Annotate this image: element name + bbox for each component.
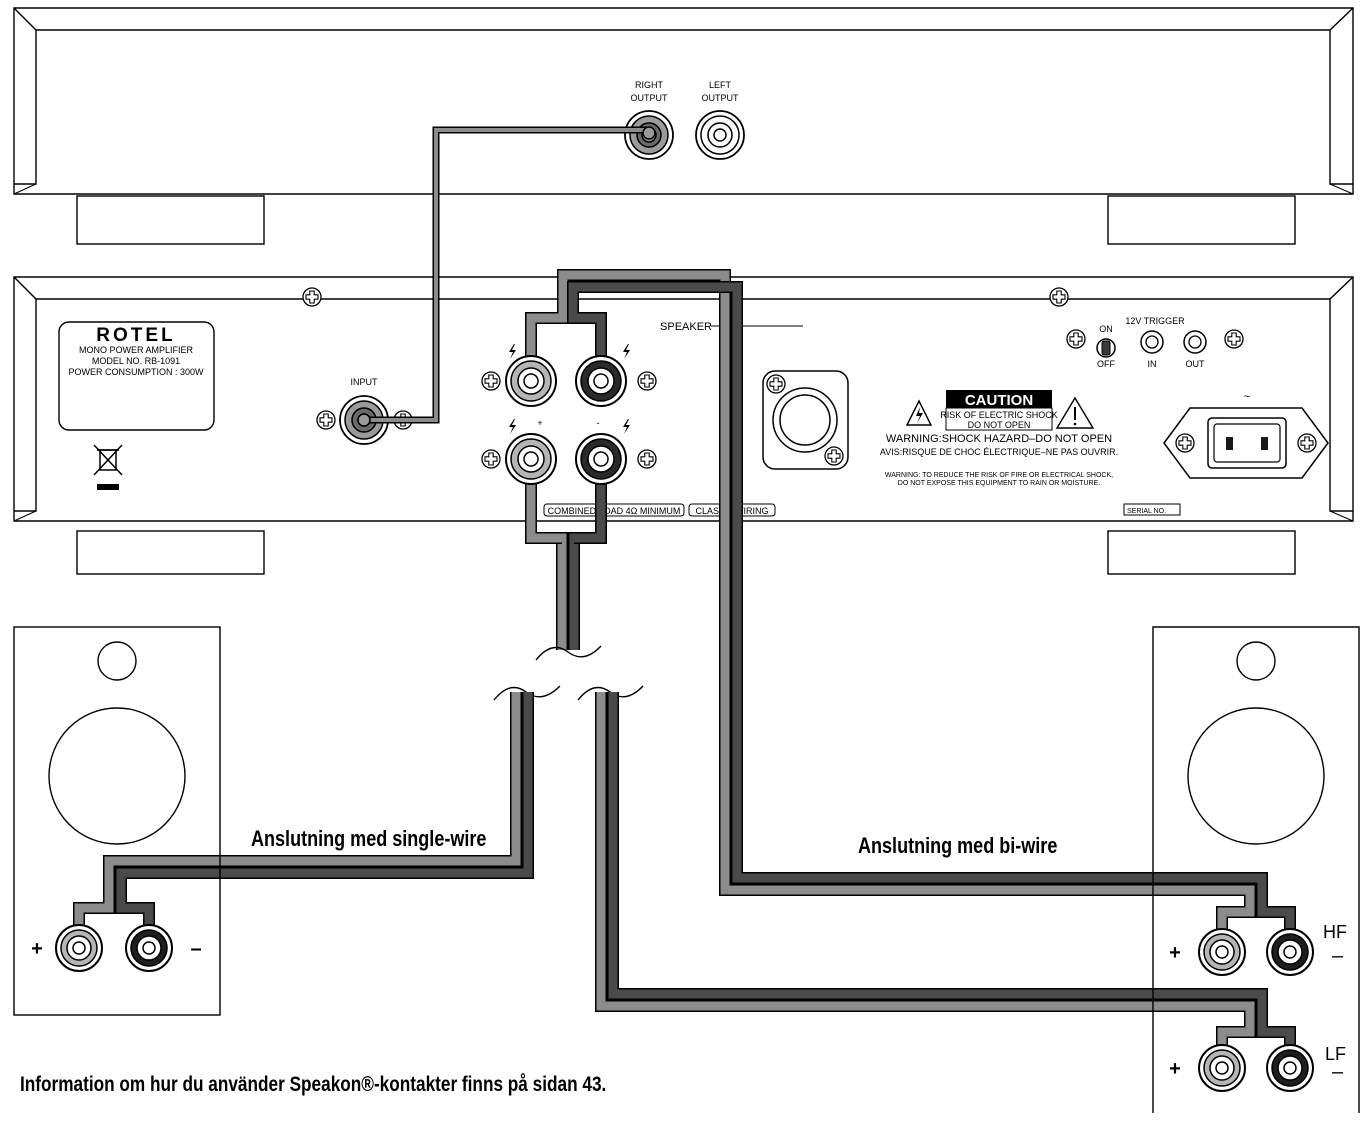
cable-break-symbols xyxy=(493,645,644,701)
svg-text:DO NOT EXPOSE THIS EQUIPMENT T: DO NOT EXPOSE THIS EQUIPMENT TO RAIN OR … xyxy=(898,480,1100,487)
post-screw-icon xyxy=(481,449,501,469)
plus-marker: + xyxy=(537,418,542,428)
left-speaker: + – xyxy=(13,626,221,1016)
shock-hazard-icon xyxy=(509,344,516,359)
source-foot-right xyxy=(1107,195,1296,245)
source-unit: RIGHT OUTPUT LEFT OUTPUT xyxy=(13,7,1354,245)
bi-wire-lf-cable xyxy=(595,692,1296,1062)
bi-wire-hf-cable xyxy=(719,520,1296,944)
right-output-label: RIGHT xyxy=(635,80,664,90)
svg-text:RISK OF ELECTRIC SHOCK: RISK OF ELECTRIC SHOCK xyxy=(940,410,1058,420)
woofer-icon xyxy=(48,707,186,845)
input-label: INPUT xyxy=(351,377,379,387)
trigger-out-jack[interactable] xyxy=(1183,330,1207,354)
svg-text:MODEL NO. RB-1091: MODEL NO. RB-1091 xyxy=(92,356,180,366)
hf-minus-label: – xyxy=(1332,945,1344,967)
trigger-out-label: OUT xyxy=(1186,359,1206,369)
amp-foot-left xyxy=(76,530,265,575)
nameplate: ROTEL MONO POWER AMPLIFIER MODEL NO. RB-… xyxy=(58,321,215,431)
hf-plus-label: + xyxy=(1169,942,1181,964)
lf-minus-post[interactable] xyxy=(1266,1044,1314,1092)
trigger-in-jack[interactable] xyxy=(1140,330,1164,354)
tweeter-icon xyxy=(1236,641,1276,681)
interconnect-cable xyxy=(357,126,656,427)
amp-top-minus-post[interactable] xyxy=(575,355,627,407)
speakon-footnote: Information om hur du använder Speakon®-… xyxy=(20,1074,606,1097)
shock-hazard-icon xyxy=(623,344,630,359)
left-minus-label: – xyxy=(190,938,201,960)
amp-bottom-minus-post[interactable] xyxy=(575,433,627,485)
svg-text:OUTPUT: OUTPUT xyxy=(631,93,669,103)
post-screw-icon xyxy=(637,449,657,469)
svg-text:AVIS:RISQUE DE CHOC ÉLECTRIQUE: AVIS:RISQUE DE CHOC ÉLECTRIQUE–NE PAS OU… xyxy=(880,447,1118,457)
woofer-icon xyxy=(1187,707,1325,845)
svg-text:CAUTION: CAUTION xyxy=(965,392,1033,409)
weee-bin-icon xyxy=(93,444,123,490)
minus-marker: - xyxy=(597,418,600,428)
switch-off-label: OFF xyxy=(1097,359,1115,369)
hf-label: HF xyxy=(1323,922,1347,942)
left-output-jack[interactable] xyxy=(695,110,745,160)
trigger-label: 12V TRIGGER xyxy=(1125,316,1185,326)
svg-text:SERIAL NO.: SERIAL NO. xyxy=(1127,508,1166,515)
panel-screw-icon xyxy=(1224,329,1244,349)
svg-text:MONO POWER AMPLIFIER: MONO POWER AMPLIFIER xyxy=(79,345,194,355)
lf-minus-label: – xyxy=(1332,1061,1344,1083)
svg-text:DO NOT OPEN: DO NOT OPEN xyxy=(968,420,1031,430)
input-screw-icon xyxy=(316,410,336,430)
tweeter-icon xyxy=(97,641,137,681)
left-plus-label: + xyxy=(31,938,43,960)
power-switch[interactable] xyxy=(1096,338,1116,358)
svg-text:WARNING:SHOCK HAZARD–DO NOT OP: WARNING:SHOCK HAZARD–DO NOT OPEN xyxy=(886,433,1112,445)
inlet-screw-icon xyxy=(1297,433,1317,453)
svg-text:WARNING: TO REDUCE THE RISK OF: WARNING: TO REDUCE THE RISK OF FIRE OR E… xyxy=(885,472,1113,479)
svg-text:POWER CONSUMPTION : 300W: POWER CONSUMPTION : 300W xyxy=(68,367,204,377)
bi-wire-caption: Anslutning med bi-wire xyxy=(858,834,1057,858)
trigger-in-label: IN xyxy=(1148,359,1157,369)
post-screw-icon xyxy=(481,371,501,391)
inlet-screw-icon xyxy=(1175,433,1195,453)
speakon-screw-icon xyxy=(824,446,844,466)
panel-screw-icon xyxy=(1066,329,1086,349)
amp-foot-right xyxy=(1107,530,1296,575)
chassis-screw-icon xyxy=(302,287,322,307)
ac-symbol: ~ xyxy=(1244,391,1250,403)
post-screw-icon xyxy=(637,371,657,391)
amp-top-plus-post[interactable] xyxy=(505,355,557,407)
combined-load-label-box: COMBINED LOAD 4Ω MINIMUM xyxy=(543,503,685,517)
lf-label: LF xyxy=(1325,1044,1346,1064)
left-output-label: LEFT xyxy=(709,80,732,90)
single-wire-cable xyxy=(73,692,534,940)
lf-plus-label: + xyxy=(1169,1058,1181,1080)
right-speaker: + + HF – LF – xyxy=(1152,626,1360,1113)
shock-hazard-icon xyxy=(623,419,630,434)
hf-plus-post[interactable] xyxy=(1198,928,1246,976)
single-wire-caption: Anslutning med single-wire xyxy=(251,827,486,851)
left-speaker-minus-post[interactable] xyxy=(125,924,173,972)
lf-plus-post[interactable] xyxy=(1198,1044,1246,1092)
left-speaker-plus-post[interactable] xyxy=(55,924,103,972)
source-foot-left xyxy=(76,195,265,245)
svg-text:COMBINED LOAD 4Ω MINIMUM: COMBINED LOAD 4Ω MINIMUM xyxy=(548,506,681,516)
serial-number-box: SERIAL NO. xyxy=(1123,503,1181,516)
speakon-connector[interactable] xyxy=(762,370,849,470)
amplifier-unit: ROTEL MONO POWER AMPLIFIER MODEL NO. RB-… xyxy=(13,269,1354,890)
caution-panel: CAUTION RISK OF ELECTRIC SHOCK DO NOT OP… xyxy=(880,390,1118,487)
amp-bottom-plus-post[interactable] xyxy=(505,433,557,485)
speaker-label: SPEAKER xyxy=(660,321,712,333)
svg-text:OUTPUT: OUTPUT xyxy=(702,93,740,103)
ac-inlet[interactable] xyxy=(1163,407,1329,479)
switch-on-label: ON xyxy=(1099,324,1113,334)
amp-speaker-cables xyxy=(525,269,743,890)
speakon-screw-icon xyxy=(766,374,786,394)
brand-logo: ROTEL xyxy=(96,325,175,346)
hf-minus-post[interactable] xyxy=(1266,928,1314,976)
chassis-screw-icon xyxy=(1049,287,1069,307)
shock-hazard-icon xyxy=(509,419,516,434)
